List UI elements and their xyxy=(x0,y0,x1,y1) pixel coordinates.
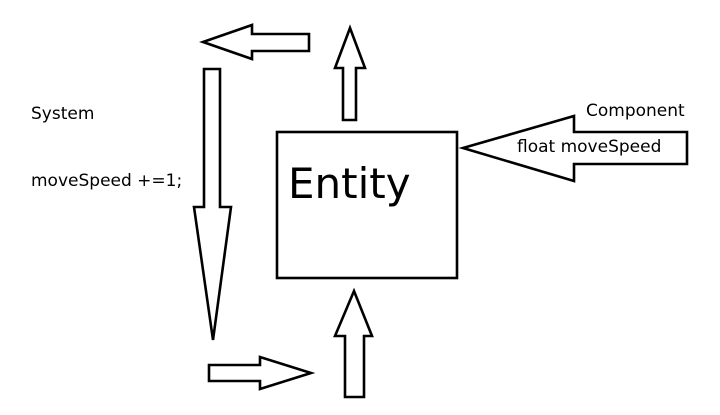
arrow-right-bottom xyxy=(207,355,316,391)
entity-label: Entity xyxy=(288,159,411,208)
system-code: moveSpeed +=1; xyxy=(31,171,183,191)
component-field: float moveSpeed xyxy=(517,137,662,157)
arrow-left-top xyxy=(199,23,311,61)
arrow-component xyxy=(458,114,689,183)
component-label: Component xyxy=(586,101,685,121)
arrow-up-top xyxy=(333,24,367,122)
arrow-down-long xyxy=(192,67,233,341)
entity-box xyxy=(275,130,459,280)
system-label: System xyxy=(31,104,95,124)
arrow-up-bottom xyxy=(333,287,374,399)
